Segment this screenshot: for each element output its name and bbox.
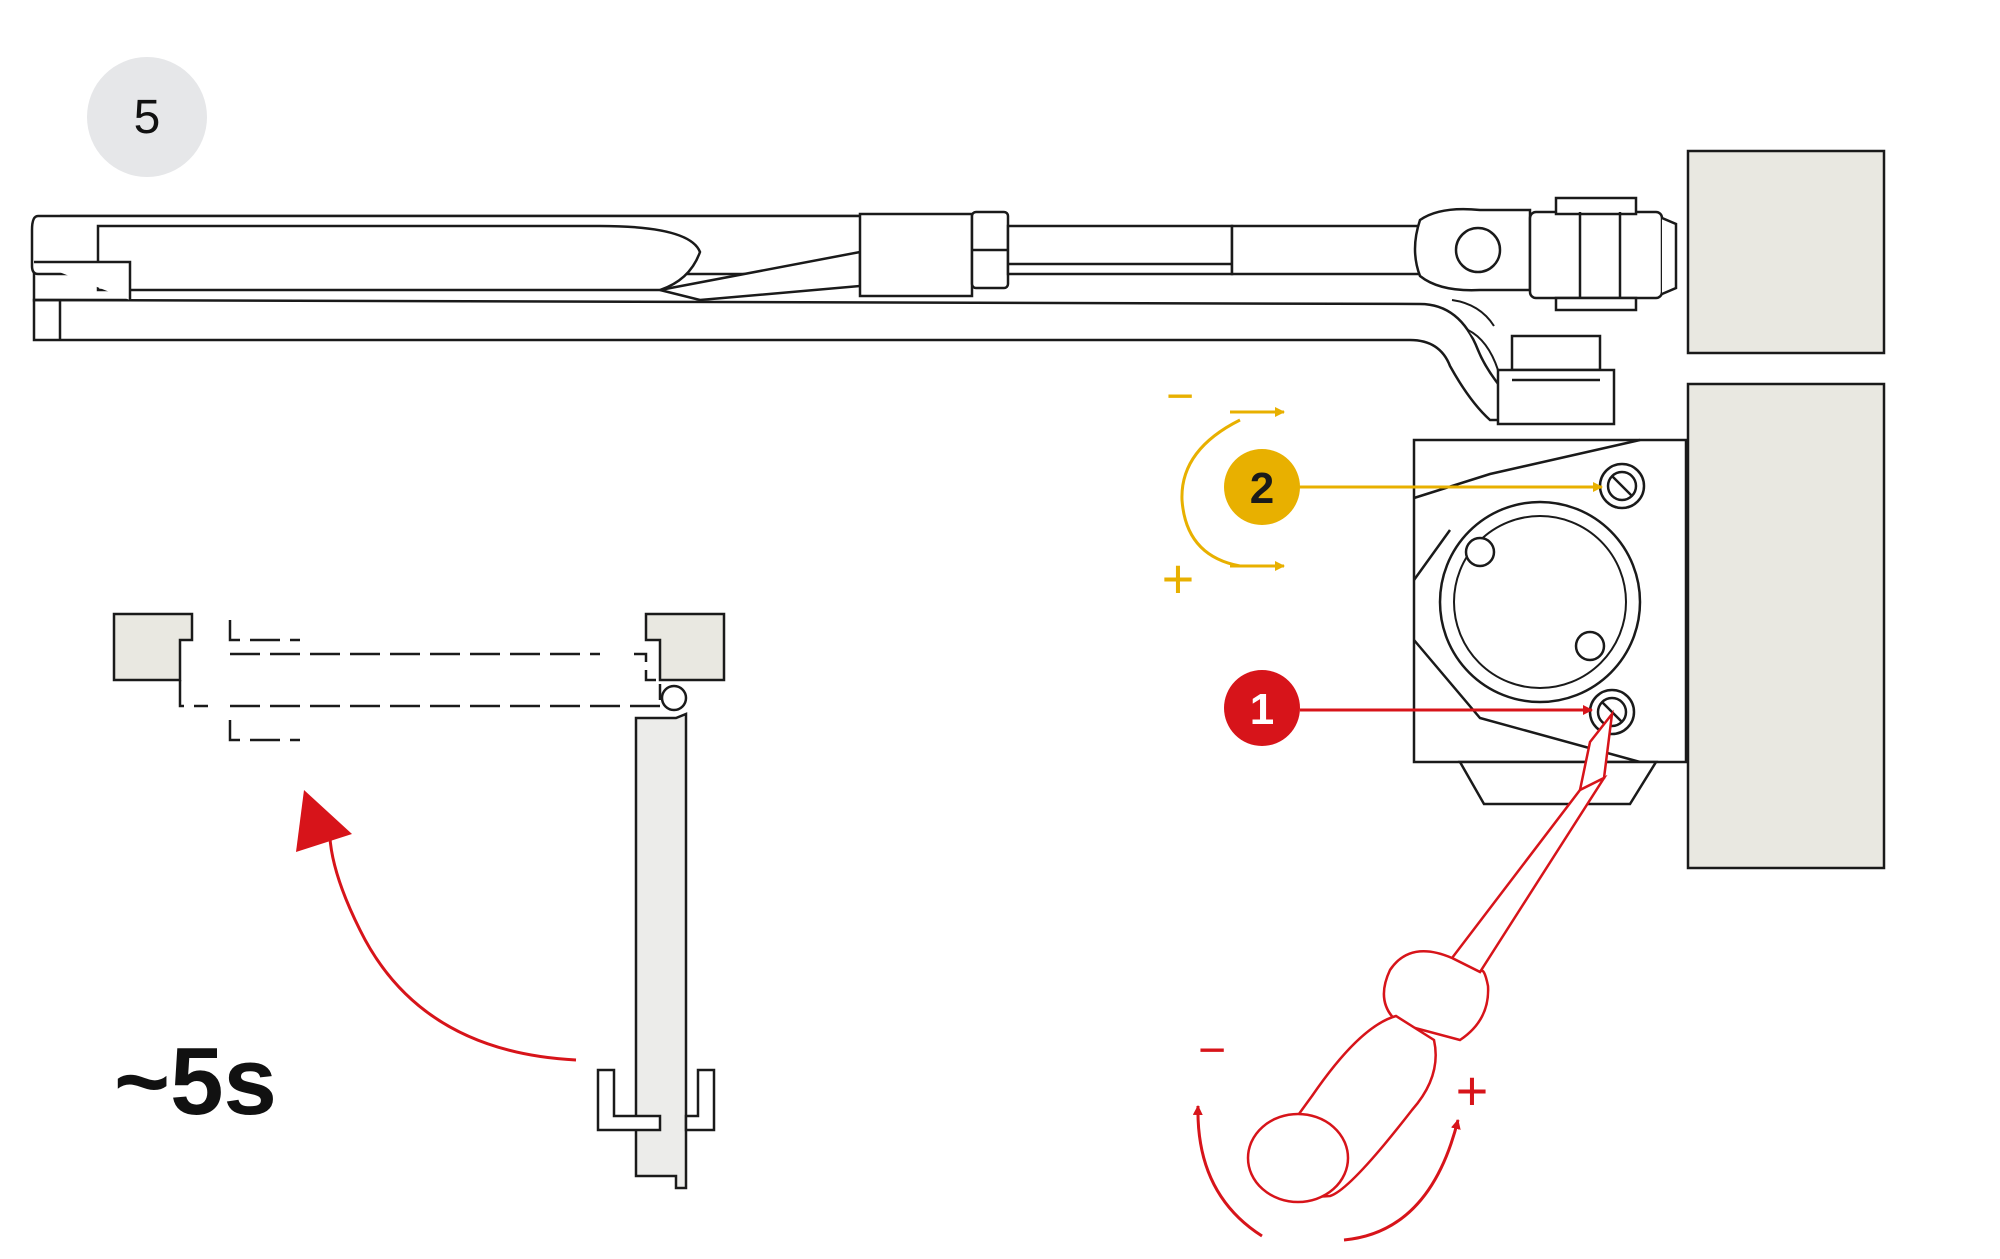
- yellow-plus-sign: +: [1162, 547, 1195, 610]
- shaft-nut: [1496, 334, 1616, 426]
- door-handle-bracket: [596, 1068, 662, 1132]
- red-minus-sign: −: [1198, 1024, 1226, 1077]
- cap-hole-bottom: [1574, 630, 1606, 662]
- door-top-view: [112, 612, 726, 1190]
- valve-1-badge: [1224, 670, 1300, 746]
- housing-bottom: [1457, 760, 1659, 806]
- door-swing-arrow: [328, 819, 577, 1062]
- threaded-rod: [1006, 224, 1234, 276]
- step-number: 5: [134, 91, 161, 144]
- red-plus-sign: +: [1456, 1059, 1489, 1122]
- valve-1-label: 1: [1250, 685, 1274, 734]
- valve-2-callout: 2 − +: [1162, 370, 1603, 610]
- arm-slot: [96, 224, 702, 292]
- closer-body: [1412, 438, 1688, 806]
- cap-hole-top: [1464, 536, 1496, 568]
- rotate-arrow-icon: [1192, 1105, 1461, 1242]
- frame-block-top: [1686, 149, 1886, 355]
- step-badge: 5: [87, 57, 207, 177]
- pivot-pin: [1454, 226, 1502, 274]
- lower-arm: [32, 298, 1534, 422]
- closing-time-label: ~5s: [114, 1028, 277, 1135]
- screwdriver-collar: [1382, 950, 1490, 1042]
- door-swing-arrowhead: [296, 790, 352, 852]
- frame-left: [112, 612, 194, 682]
- valve-screw-2[interactable]: [1598, 462, 1646, 510]
- frame-right: [644, 612, 726, 682]
- valve-1-callout: 1: [1224, 670, 1593, 746]
- door-closed-position: [178, 620, 660, 742]
- door-hinge: [660, 684, 688, 712]
- rod-end: [1230, 224, 1427, 276]
- yellow-minus-sign: −: [1166, 370, 1194, 423]
- frame-bracket: [1528, 210, 1664, 300]
- door-open-position: [634, 712, 688, 1190]
- screwdriver-icon: [1246, 709, 1614, 1204]
- door-closer-arm: [30, 196, 1678, 422]
- valve-2-badge: [1224, 449, 1300, 525]
- screwdriver-shaft: [1450, 774, 1608, 974]
- door-frame: [1686, 149, 1886, 870]
- rotate-arrow-icon: [1180, 407, 1285, 571]
- valve-2-label: 2: [1250, 464, 1274, 513]
- adjuster-sleeve: [858, 212, 974, 298]
- frame-block-bottom: [1686, 382, 1886, 870]
